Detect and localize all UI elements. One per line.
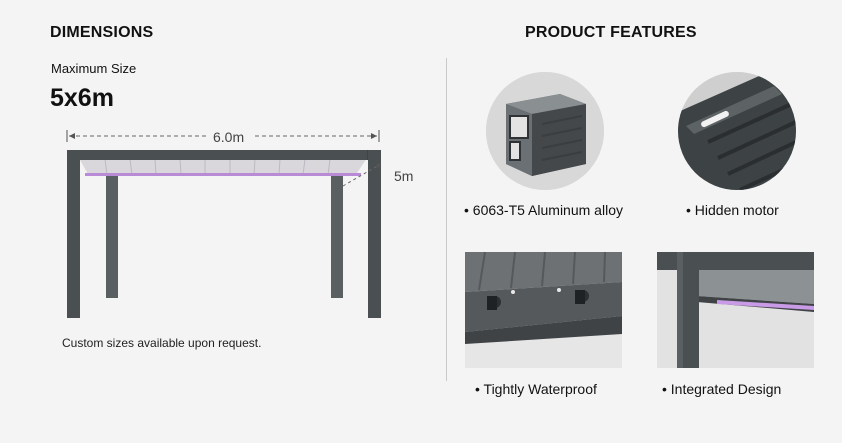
hidden-motor-image — [678, 72, 796, 190]
section-divider — [446, 58, 447, 381]
dimensions-heading: DIMENSIONS — [50, 24, 154, 41]
depth-label: 5m — [394, 168, 414, 184]
integrated-design-image — [657, 252, 814, 368]
width-label: 6.0m — [213, 129, 245, 145]
back-post-right — [331, 174, 343, 298]
front-post-left — [67, 150, 80, 318]
depth-arrow-icon — [376, 164, 381, 169]
feature-caption-waterproof: • Tightly Waterproof — [475, 381, 597, 397]
waterproof-image — [465, 252, 622, 368]
louver-lines — [104, 158, 331, 176]
roof-louvers — [79, 158, 367, 176]
depth-dim-line — [342, 163, 382, 187]
arrow-right-icon — [371, 133, 377, 139]
back-post-left — [106, 174, 118, 298]
aluminum-profile-image — [486, 72, 604, 190]
arrow-left-icon — [69, 133, 75, 139]
feature-caption-aluminum: • 6063-T5 Aluminum alloy — [464, 202, 623, 218]
front-beam — [67, 150, 381, 160]
front-post-right — [368, 150, 381, 318]
pergola-dimension-drawing — [66, 130, 382, 318]
max-size-value: 5x6m — [50, 84, 114, 112]
led-strip — [85, 173, 361, 176]
max-size-label: Maximum Size — [51, 61, 137, 76]
feature-caption-motor: • Hidden motor — [686, 202, 779, 218]
features-heading: PRODUCT FEATURES — [525, 24, 697, 41]
custom-sizes-note: Custom sizes available upon request. — [62, 336, 262, 350]
feature-caption-integrated: • Integrated Design — [662, 381, 782, 397]
